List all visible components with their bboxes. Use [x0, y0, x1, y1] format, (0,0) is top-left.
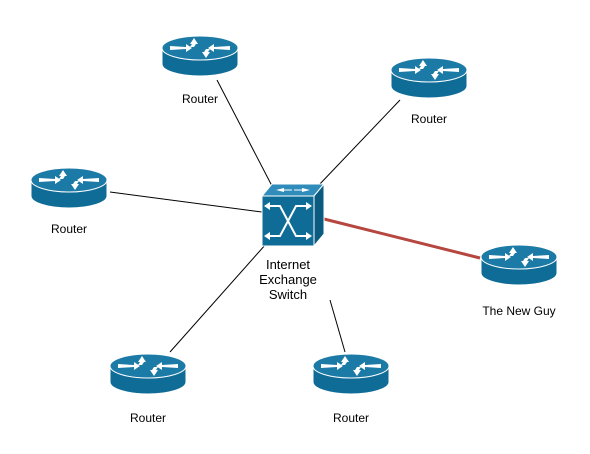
router-icon-left [30, 167, 108, 209]
switch-label-line-2: Exchange [259, 272, 317, 287]
switch-icon [260, 182, 326, 248]
link-switch-router-left [109, 191, 263, 213]
router-label-top: Router [181, 92, 219, 106]
switch-label-line-3: Switch [268, 287, 308, 302]
switch-label-line-1: Internet [265, 257, 311, 272]
router-label-new: The New Guy [482, 304, 556, 318]
router-label-top-right: Router [410, 112, 448, 126]
link-switch-router-new [323, 217, 481, 260]
router-icon-top [161, 35, 239, 77]
router-label-left: Router [50, 222, 88, 236]
switch-label: Internet Exchange Switch [248, 257, 328, 302]
router-icon-new [480, 244, 558, 286]
link-lines [109, 79, 481, 353]
router-label-bottom-left: Router [129, 411, 167, 425]
router-icon-bottom [312, 353, 390, 395]
router-icon-bottom-left [109, 353, 187, 395]
router-icon-top-right [390, 57, 468, 99]
router-label-bottom: Router [332, 411, 370, 425]
link-switch-router-top [216, 79, 273, 187]
link-switch-router-bottom-left [169, 243, 267, 353]
link-switch-router-bottom [329, 299, 346, 353]
link-switch-router-top-right [317, 99, 401, 187]
